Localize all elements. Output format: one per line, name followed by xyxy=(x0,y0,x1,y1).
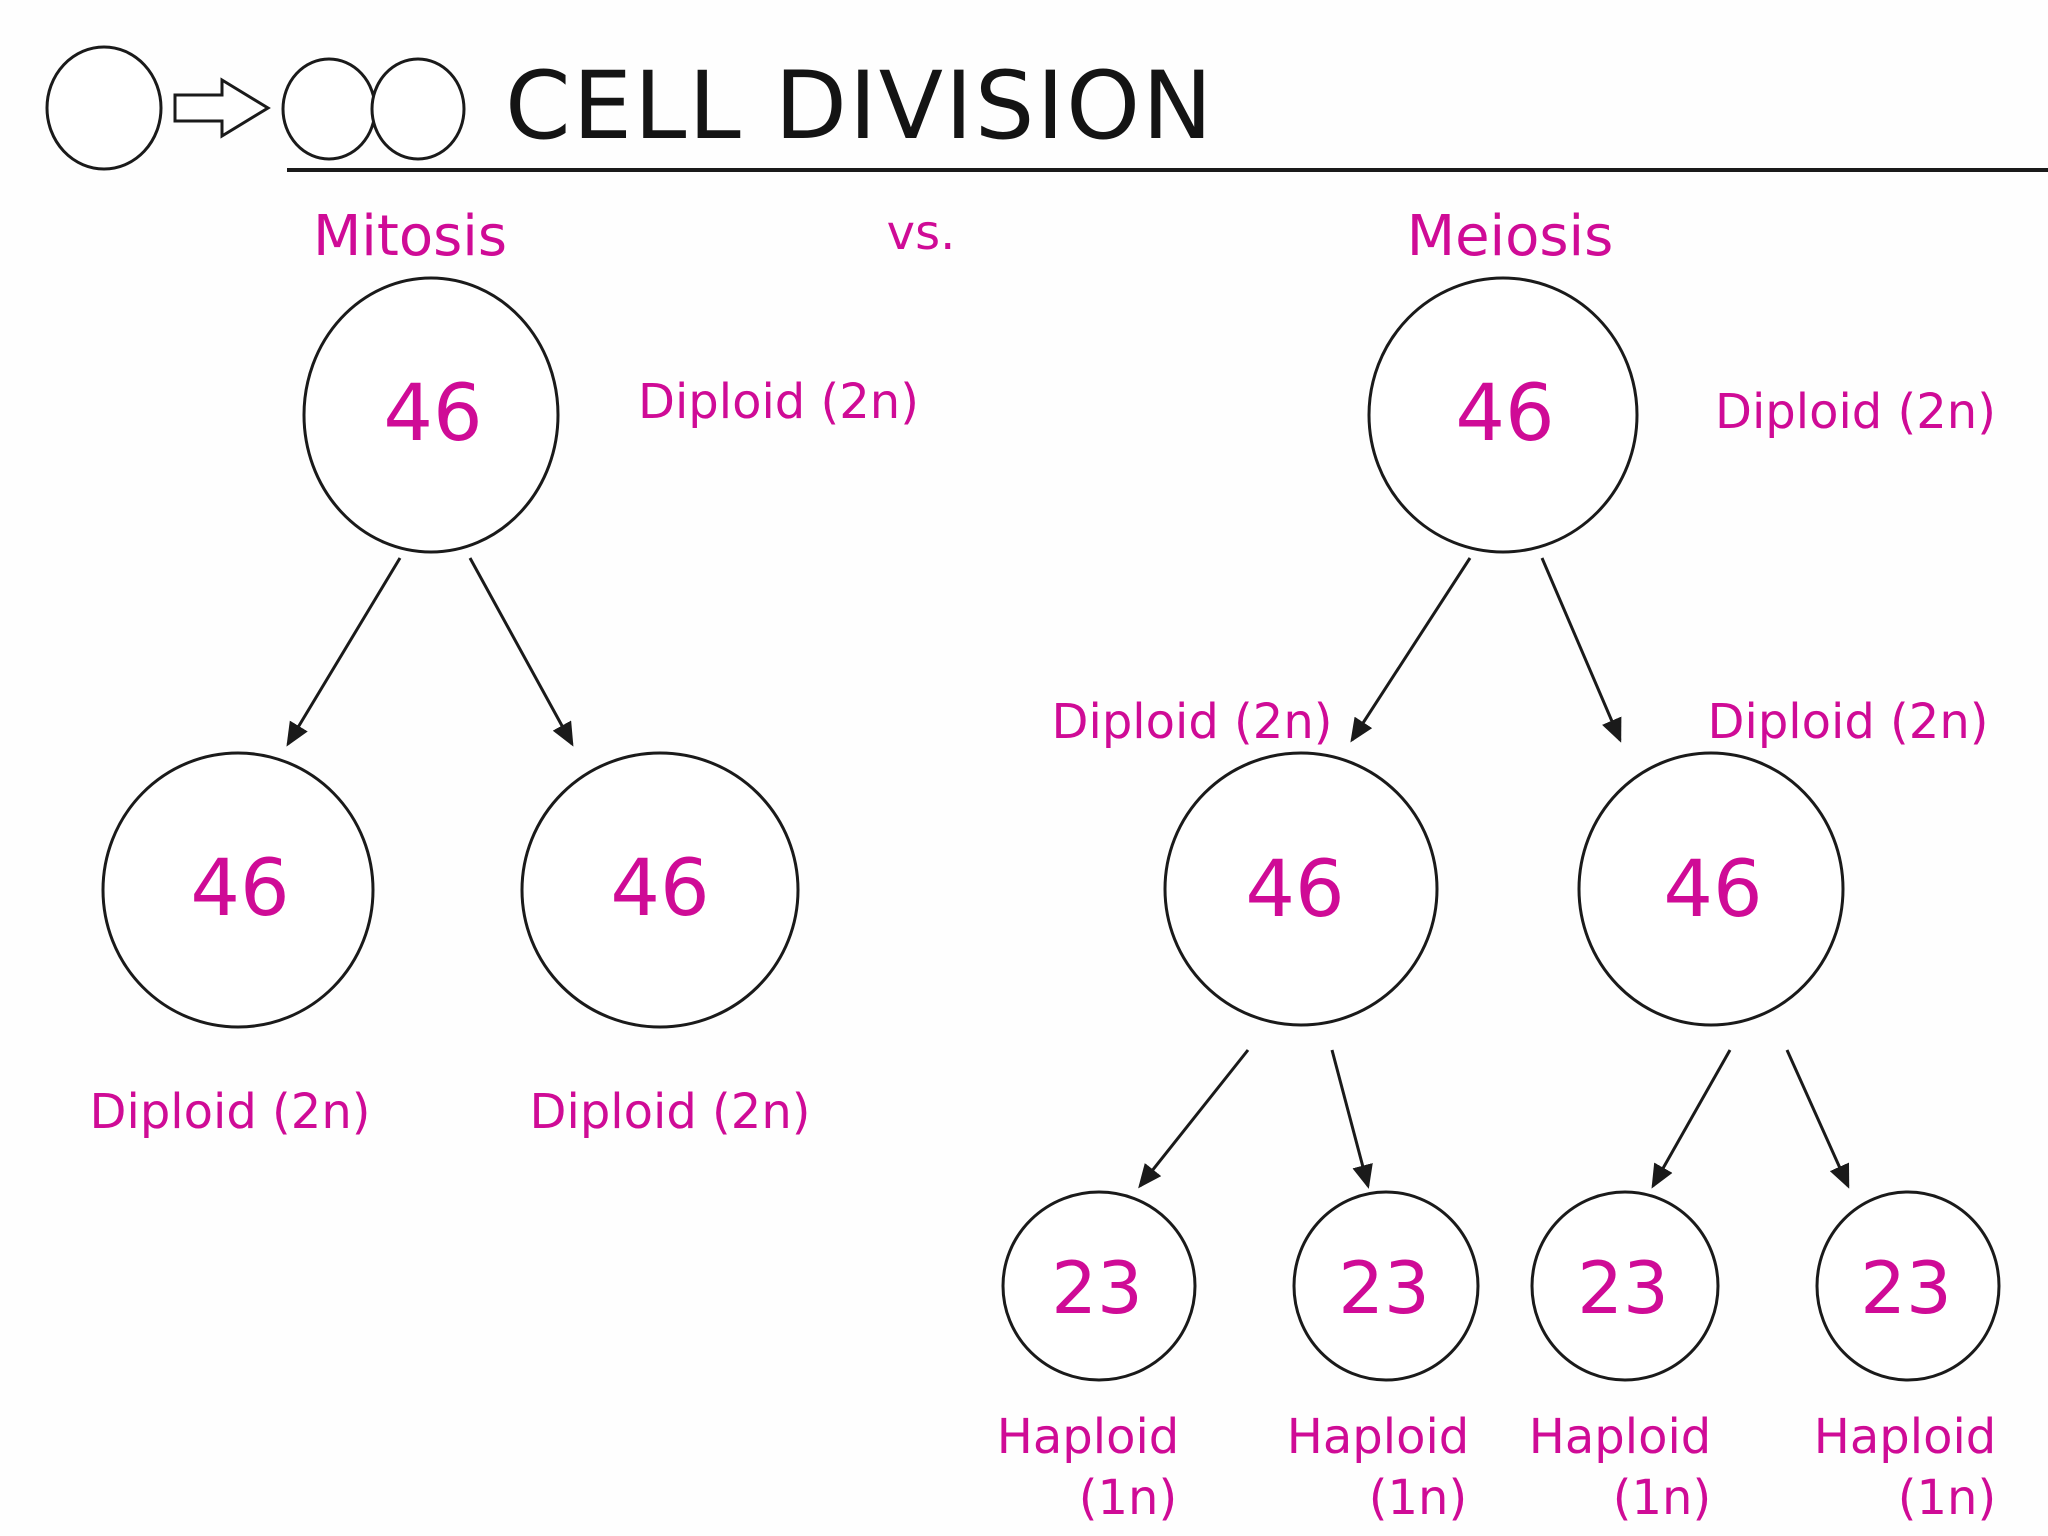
meiosis-arrow-2d xyxy=(1785,1049,1850,1189)
mitosis-child-1-chromosome-count: 46 xyxy=(190,844,290,934)
meiosis-gamete-1-chromosome-count: 23 xyxy=(1051,1246,1143,1330)
logo-right-arrow-icon xyxy=(173,77,271,139)
meiosis-arrow-2b xyxy=(1330,1049,1373,1189)
meiosis-gamete-cell-1 xyxy=(1001,1190,1197,1382)
meiosis-gamete-2-chromosome-count: 23 xyxy=(1338,1246,1430,1330)
title-underline xyxy=(287,168,2048,172)
meiosis-gamete-2-ploidy-sublabel: (1n) xyxy=(1368,1470,1468,1526)
mitosis-child-2-ploidy-label: Diploid (2n) xyxy=(529,1084,811,1140)
meiosis-child-1-chromosome-count: 46 xyxy=(1245,845,1345,935)
meiosis-gamete-4-ploidy-label: Haploid xyxy=(1813,1409,1997,1465)
meiosis-gamete-cell-3 xyxy=(1530,1190,1720,1382)
meiosis-gamete-4-ploidy-sublabel: (1n) xyxy=(1897,1470,1997,1526)
mitosis-parent-ploidy-label: Diploid (2n) xyxy=(638,374,919,430)
meiosis-arrow-2a xyxy=(1138,1049,1250,1189)
logo-parent-cell-icon xyxy=(45,45,163,171)
meiosis-gamete-cell-4 xyxy=(1815,1190,2001,1382)
vs-label: vs. xyxy=(886,205,956,261)
meiosis-arrow-1-right xyxy=(1540,557,1622,743)
meiosis-parent-chromosome-count: 46 xyxy=(1455,369,1555,459)
mitosis-child-2-chromosome-count: 46 xyxy=(610,844,710,934)
meiosis-gamete-cell-2 xyxy=(1292,1190,1480,1382)
meiosis-gamete-4-chromosome-count: 23 xyxy=(1860,1246,1952,1330)
meiosis-child-cell-2 xyxy=(1577,751,1845,1027)
mitosis-child-1-ploidy-label: Diploid (2n) xyxy=(89,1084,371,1140)
meiosis-child-cell-1 xyxy=(1163,751,1439,1027)
logo-daughter-cell-1-icon xyxy=(281,57,377,161)
meiosis-gamete-3-ploidy-sublabel: (1n) xyxy=(1612,1470,1712,1526)
page-title: CELL DIVISION xyxy=(505,52,1215,161)
meiosis-gamete-1-ploidy-sublabel: (1n) xyxy=(1078,1470,1178,1526)
meiosis-child-2-ploidy-label: Diploid (2n) xyxy=(1707,694,1989,750)
mitosis-parent-chromosome-count: 46 xyxy=(383,369,483,459)
meiosis-gamete-1-ploidy-label: Haploid xyxy=(996,1409,1180,1465)
meiosis-arrow-2c xyxy=(1651,1049,1732,1189)
mitosis-arrow-left xyxy=(286,557,402,747)
mitosis-parent-cell xyxy=(302,276,560,554)
meiosis-heading: Meiosis xyxy=(1406,204,1614,269)
meiosis-child-2-chromosome-count: 46 xyxy=(1663,845,1763,935)
meiosis-parent-ploidy-label: Diploid (2n) xyxy=(1715,384,1996,440)
meiosis-gamete-3-chromosome-count: 23 xyxy=(1577,1246,1669,1330)
mitosis-arrow-right xyxy=(468,557,574,747)
meiosis-arrow-1-left xyxy=(1350,557,1472,743)
meiosis-parent-cell xyxy=(1367,276,1639,554)
logo-daughter-cell-2-icon xyxy=(370,57,466,161)
meiosis-gamete-3-ploidy-label: Haploid xyxy=(1528,1409,1712,1465)
mitosis-child-cell-1 xyxy=(101,751,375,1029)
mitosis-heading: Mitosis xyxy=(312,204,508,269)
meiosis-gamete-2-ploidy-label: Haploid xyxy=(1286,1409,1470,1465)
mitosis-child-cell-2 xyxy=(520,751,800,1029)
meiosis-child-1-ploidy-label: Diploid (2n) xyxy=(1051,694,1333,750)
